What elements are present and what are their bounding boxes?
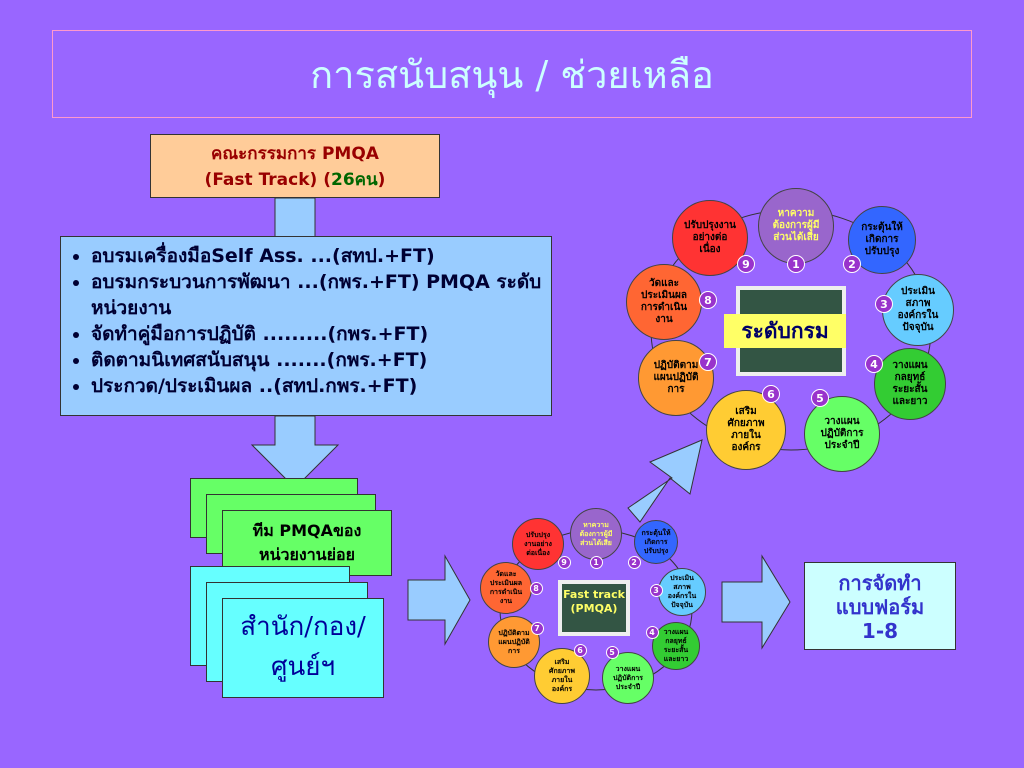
small-cycle-node-number-8: 8 [529,581,543,595]
activity-item: อบรมเครื่องมือSelf Ass. ...(สทป.+FT) [91,243,543,269]
title-box: การสนับสนุน / ช่วยเหลือ [52,30,972,118]
small-cycle-node-number-2: 2 [627,555,641,569]
large-cycle-node-number-5: 5 [811,389,829,407]
small-cycle-node-number-9: 9 [557,555,571,569]
small-cycle-node-8: วัดและประเมินผลการดำเนินงาน [480,562,532,614]
form-line1: การจัดทำ [838,571,922,595]
office-line2: ศูนย์ฯ [270,652,336,682]
large-cycle-node-number-9: 9 [737,255,755,273]
large-cycle-node-6: เสริมศักยภาพภายในองค์กร [706,390,786,470]
right-arrow-to-cycle [407,554,471,646]
large-cycle-node-number-7: 7 [699,353,717,371]
activities-list: อบรมเครื่องมือSelf Ass. ...(สทป.+FT) อบร… [73,243,543,399]
committee-count: 26คน [331,170,378,190]
committee-line2a: (Fast Track) ( [204,170,331,190]
office-line1: สำนัก/กอง/ [240,612,366,642]
small-cycle-label-line2: (PMQA) [570,602,618,615]
page-title: การสนับสนุน / ช่วยเหลือ [310,52,714,97]
activity-item: ประกวด/ประเมินผล ..(สทป.กพร.+FT) [91,373,543,399]
large-cycle-node-number-6: 6 [762,385,780,403]
small-cycle-node-number-5: 5 [605,645,619,659]
right-arrow-to-form [721,554,791,650]
office-card-front: สำนัก/กอง/ ศูนย์ฯ [222,598,384,698]
large-cycle-node-4: วางแผนกลยุทธ์ระยะสั้นและยาว [874,348,946,420]
activities-box: อบรมเครื่องมือSelf Ass. ...(สทป.+FT) อบร… [60,236,552,416]
small-cycle-board [558,580,630,636]
small-cycle-node-1: หาความต้องการผู้มีส่วนได้เสีย [570,508,622,560]
large-cycle-node-number-1: 1 [787,255,805,273]
small-cycle-label: Fast track (PMQA) [558,588,630,616]
activity-item: ติดตามนิเทศสนับสนุน .......(กพร.+FT) [91,347,543,373]
large-cycle-node-number-2: 2 [843,255,861,273]
down-arrow [250,415,340,489]
form-line2: แบบฟอร์ม [835,595,925,619]
large-cycle-node-3: ประเมินสภาพองค์กรในปัจจุบัน [882,274,954,346]
committee-line2c: ) [377,170,386,190]
activity-item: อบรมกระบวนการพัฒนา ...(กพร.+FT) PMQA ระด… [91,269,543,321]
small-cycle-node-2: กระตุ้นให้เกิดการปรับปรุง [634,520,678,564]
small-cycle-node-number-1: 1 [589,555,603,569]
committee-line2: (Fast Track) (26คน) [151,167,439,193]
small-cycle-node-number-7: 7 [530,621,544,635]
team-line1: ทีม PMQAของ [252,521,362,540]
small-cycle-node-5: วางแผนปฏิบัติการประจำปี [602,652,654,704]
small-cycle-node-3: ประเมินสภาพองค์กรในปัจจุบัน [658,568,706,616]
large-cycle-node-number-3: 3 [875,295,893,313]
team-line2: หน่วยงานย่อย [259,545,355,564]
small-cycle-node-6: เสริมศักยภาพภายในองค์กร [534,648,590,704]
team-card-front: ทีม PMQAของ หน่วยงานย่อย [222,510,392,576]
large-cycle-label: ระดับกรม [724,314,846,348]
form-line3: 1-8 [861,619,899,643]
large-cycle-node-8: วัดและประเมินผลการดำเนินงาน [626,264,702,340]
diagonal-up-arrow [627,439,703,523]
small-cycle-node-4: วางแผนกลยุทธ์ระยะสั้นและยาว [652,622,700,670]
large-cycle-node-1: หาความต้องการผู้มีส่วนได้เสีย [758,188,834,264]
small-cycle-node-number-4: 4 [645,625,659,639]
activity-item: จัดทำคู่มือการปฏิบัติ .........(กพร.+FT) [91,321,543,347]
large-cycle-node-number-4: 4 [865,355,883,373]
small-cycle-label-line1: Fast track [563,588,625,601]
large-cycle-node-9: ปรับปรุงงานอย่างต่อเนื่อง [672,200,748,276]
form-box: การจัดทำ แบบฟอร์ม 1-8 [804,562,956,650]
small-cycle-node-number-6: 6 [573,643,587,657]
large-cycle-node-7: ปฏิบัติตามแผนปฏิบัติการ [638,340,714,416]
committee-box: คณะกรรมการ PMQA (Fast Track) (26คน) [150,134,440,198]
large-cycle-node-number-8: 8 [699,291,717,309]
committee-line1: คณะกรรมการ PMQA [211,144,379,164]
small-cycle-node-number-3: 3 [649,583,663,597]
large-cycle-node-5: วางแผนปฏิบัติการประจำปี [804,396,880,472]
connector-committee-activities [274,197,316,239]
small-cycle-node-9: ปรับปรุงงานอย่างต่อเนื่อง [512,518,564,570]
